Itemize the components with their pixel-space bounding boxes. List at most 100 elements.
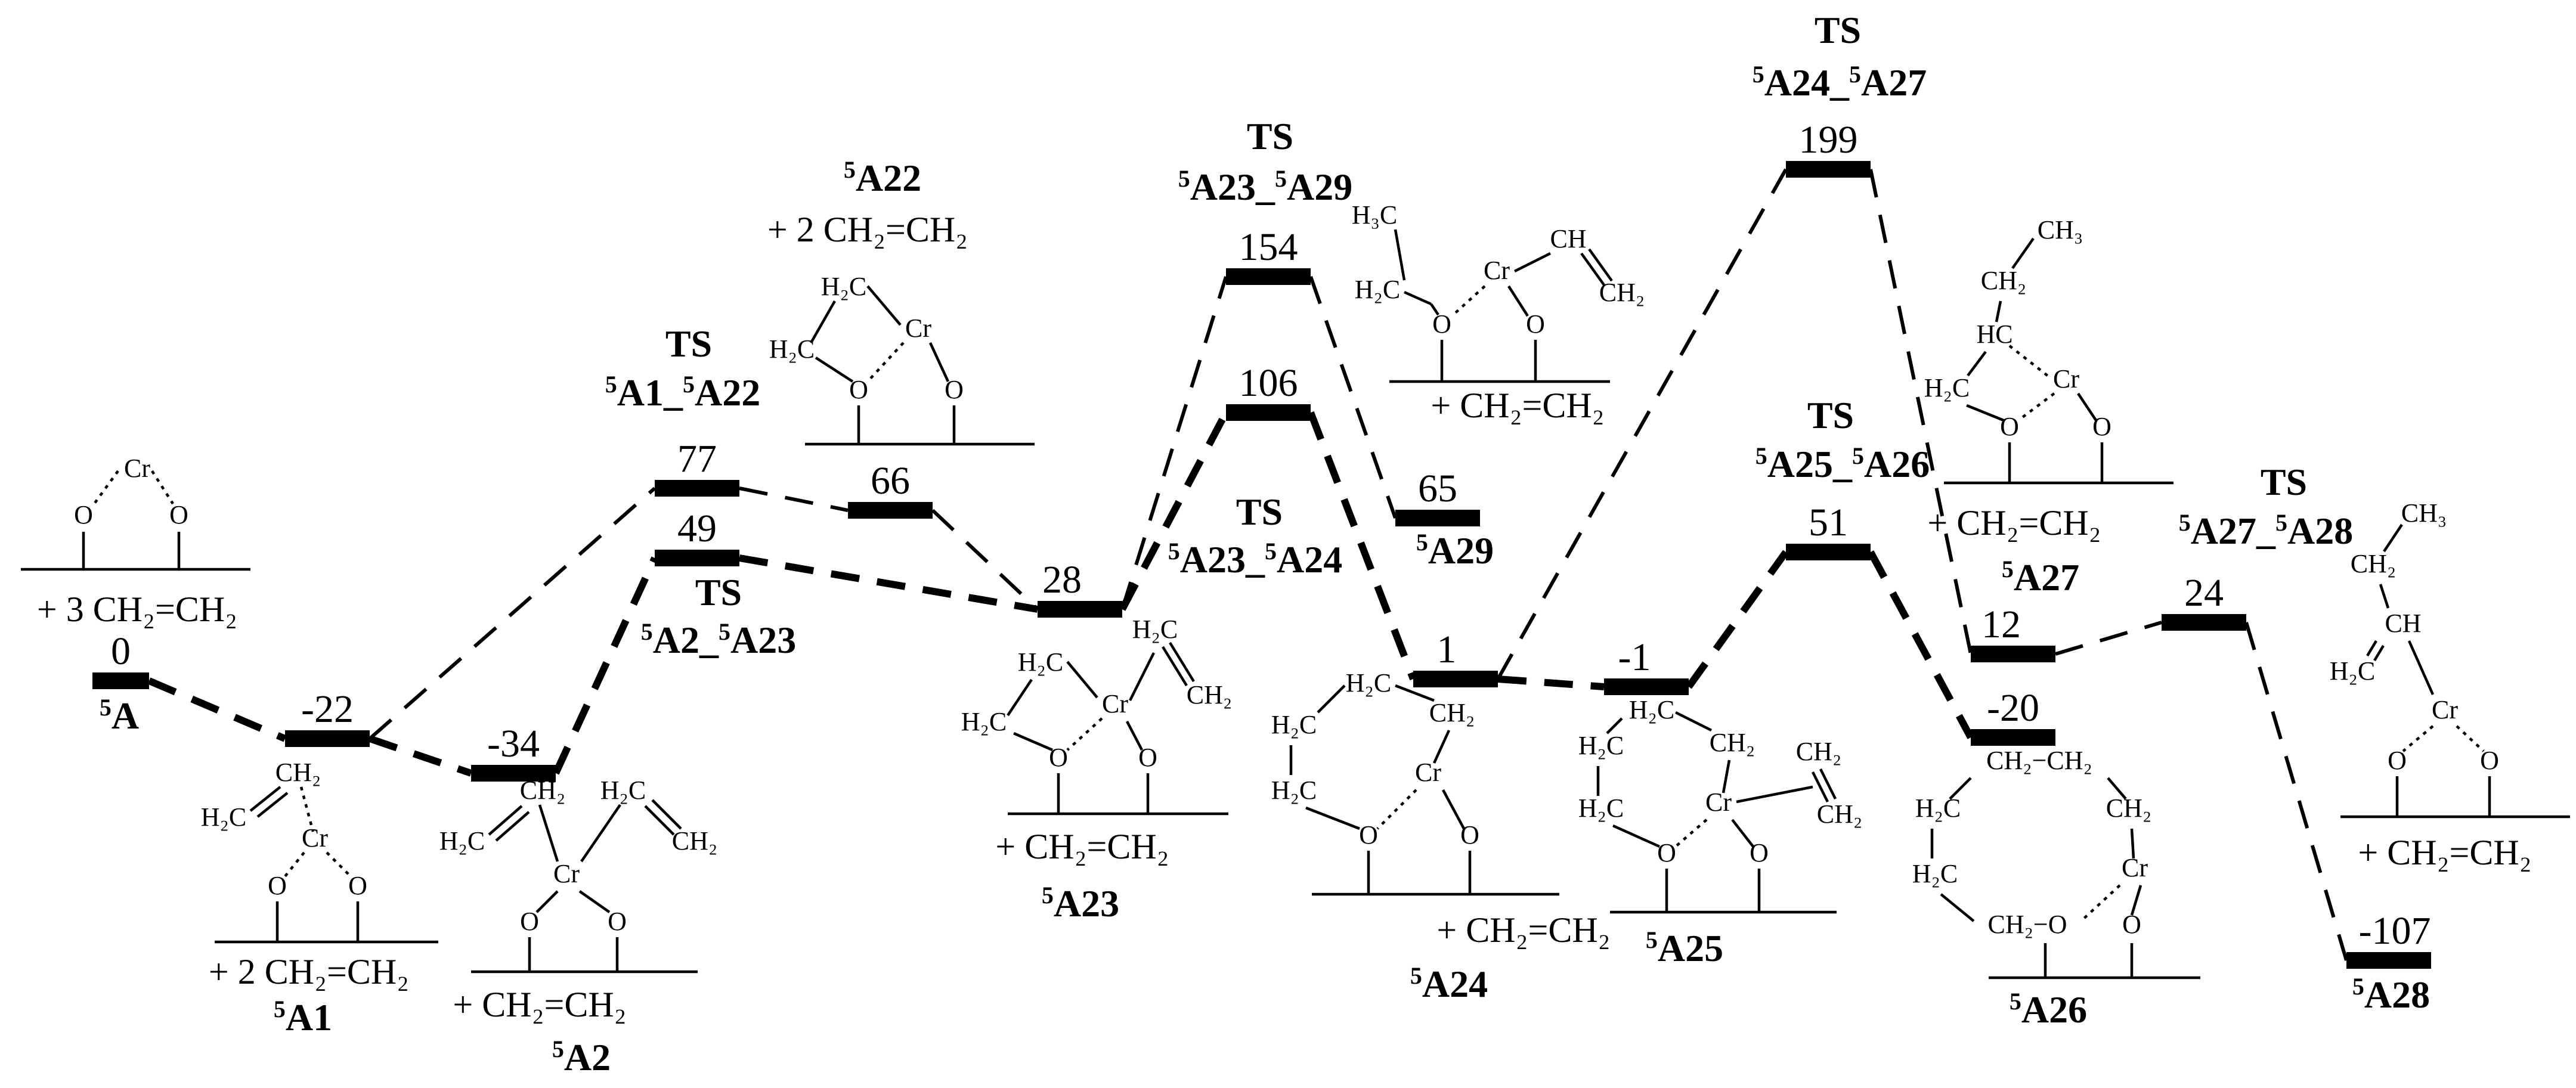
o-atom: O <box>2092 412 2111 441</box>
cr-atom: Cr <box>124 454 150 483</box>
level-bar-5A29 <box>1395 510 1480 526</box>
energy-value-5A25: -1 <box>1618 636 1651 679</box>
level-bar-5A28 <box>2346 952 2431 969</box>
reactant-note-5A23: + CH₂=CH₂ <box>995 827 1169 866</box>
energy-value-5A29: 65 <box>1418 467 1457 510</box>
ts-tag-TS_5A2_5A23: TS <box>695 571 742 613</box>
level-bar-TS_5A23_5A29 <box>1226 268 1311 285</box>
h2c-group: H₂C <box>1578 731 1624 760</box>
ch2-group: CH₂ <box>2106 793 2151 823</box>
o-atom: O <box>1750 838 1769 867</box>
reactant-note-5A1: + 2 CH₂=CH₂ <box>209 952 409 991</box>
ch2-group: CH₂ <box>2351 549 2396 578</box>
ch2-group: CH₂ <box>1796 737 1841 766</box>
h2c-group: H₂C <box>1924 373 1970 402</box>
o-atom: O <box>1049 743 1068 772</box>
cr-atom: Cr <box>905 314 931 343</box>
h2c-group: H₂C <box>769 334 815 364</box>
ch2-ch2-group: CH₂−CH₂ <box>1986 746 2092 775</box>
level-bar-TS_5A23_5A24 <box>1226 404 1311 421</box>
cr-atom: Cr <box>553 859 580 888</box>
hc-group: HC <box>1976 320 2012 349</box>
ts-tag-TS_5A24_5A27: TS <box>1815 9 1861 51</box>
connector-5A23-to-TS_5A23_5A24 <box>1119 411 1230 611</box>
ch-group: CH <box>1550 224 1586 253</box>
energy-value-5A23: 28 <box>1042 558 1082 602</box>
state-label-TS_5A2_5A23: 5A2_5A23 <box>641 618 796 662</box>
o-atom: O <box>2000 412 2019 441</box>
reactant-note-5A29: + CH₂=CH₂ <box>1431 386 1604 425</box>
cr-atom: Cr <box>302 823 328 853</box>
h2c-group: H₂C <box>201 802 246 832</box>
ts-tag-TS_5A25_5A26: TS <box>1807 394 1854 436</box>
o-atom: O <box>348 871 367 900</box>
ch2-group: CH₂ <box>1187 680 1232 709</box>
state-label-TS_5A23_5A24: 5A23_5A24 <box>1168 538 1342 581</box>
level-bar-5A23 <box>1038 601 1122 618</box>
connector-5A22-to-5A23 <box>931 509 1039 611</box>
energy-value-5A2: -34 <box>487 722 540 765</box>
level-bar-5A <box>92 672 149 689</box>
state-label-5A24: 5A24 <box>1410 962 1488 1006</box>
state-label-5A29: 5A29 <box>1416 529 1494 572</box>
ch3-group: CH₃ <box>2401 498 2447 528</box>
h2c-group: H₂C <box>600 776 646 805</box>
h2c-group: H₂C <box>1578 793 1624 823</box>
energy-value-TS_5A1_5A22: 77 <box>677 437 717 481</box>
energy-value-TS_5A2_5A23: 49 <box>677 507 717 550</box>
ts-tag-TS_5A23_5A29: TS <box>1247 115 1293 157</box>
state-label-5A28: 5A28 <box>2352 973 2430 1016</box>
h2c-group: H₂C <box>1018 647 1063 677</box>
connector-TS_5A24_5A27-to-5A27 <box>1869 169 1973 655</box>
level-bar-TS_5A1_5A22 <box>655 480 739 497</box>
connector-5A2-to-TS_5A2_5A23 <box>552 556 658 775</box>
state-label-TS_5A1_5A22: 5A1_5A22 <box>605 371 760 414</box>
h2c-group: H₂C <box>1355 275 1400 304</box>
h2c-group: H₂C <box>1271 710 1317 739</box>
o-atom: O <box>169 500 188 529</box>
connector-5A23-to-TS_5A23_5A29 <box>1120 276 1228 610</box>
state-label-5A27: 5A27 <box>2002 556 2079 599</box>
connector-5A25-to-TS_5A25_5A26 <box>1686 550 1789 689</box>
ch-group: CH <box>2385 609 2421 638</box>
level-bar-TS_5A27_5A28 <box>2162 614 2246 631</box>
o-atom: O <box>1432 309 1451 339</box>
level-bar-5A24 <box>1413 671 1498 687</box>
h2c-group: H₂C <box>439 826 485 855</box>
h2c-group: H₂C <box>1271 776 1317 805</box>
energy-value-5A24: 1 <box>1437 628 1457 671</box>
energy-value-5A26: -20 <box>1987 686 2039 730</box>
ts-tag-TS_5A27_5A28: TS <box>2261 461 2307 503</box>
state-label-TS_5A24_5A27: 5A24_5A27 <box>1753 61 1927 104</box>
energy-value-TS_5A25_5A26: 51 <box>1809 501 1848 544</box>
connector-TS_5A23_5A29-to-5A29 <box>1309 276 1397 519</box>
state-label-5A23: 5A23 <box>1042 882 1119 925</box>
energy-value-TS_5A24_5A27: 199 <box>1799 118 1858 162</box>
connector-5A1-to-TS_5A1_5A22 <box>369 486 656 740</box>
h2c-group: H₂C <box>821 272 866 301</box>
cr-atom: Cr <box>1415 758 1441 787</box>
ch2-group: CH₂ <box>1817 799 1862 829</box>
o-atom: O <box>520 907 539 936</box>
state-label-5A25: 5A25 <box>1646 926 1723 970</box>
ch2-group: CH₂ <box>520 776 565 805</box>
level-bar-TS_5A2_5A23 <box>655 550 739 566</box>
cr-atom: Cr <box>1102 689 1128 718</box>
energy-levels <box>92 161 2431 969</box>
energy-value-TS_5A23_5A29: 154 <box>1239 225 1298 269</box>
o-atom: O <box>268 871 287 900</box>
state-label-TS_5A27_5A28: 5A27_5A28 <box>2179 509 2353 553</box>
connector-5A1-to-5A2 <box>369 735 472 777</box>
state-labels: 0-22-3477496628154106651199-151-201224-1… <box>37 9 2532 1078</box>
level-bar-5A26 <box>1971 729 2055 746</box>
reactant-note-5A27: + CH₂=CH₂ <box>1927 503 2101 543</box>
h2c-group: H₂C <box>1629 695 1674 724</box>
energy-value-5A: 0 <box>111 630 131 673</box>
connector-TS_5A2_5A23-to-5A23 <box>738 554 1039 613</box>
cr-atom: Cr <box>2432 695 2458 724</box>
